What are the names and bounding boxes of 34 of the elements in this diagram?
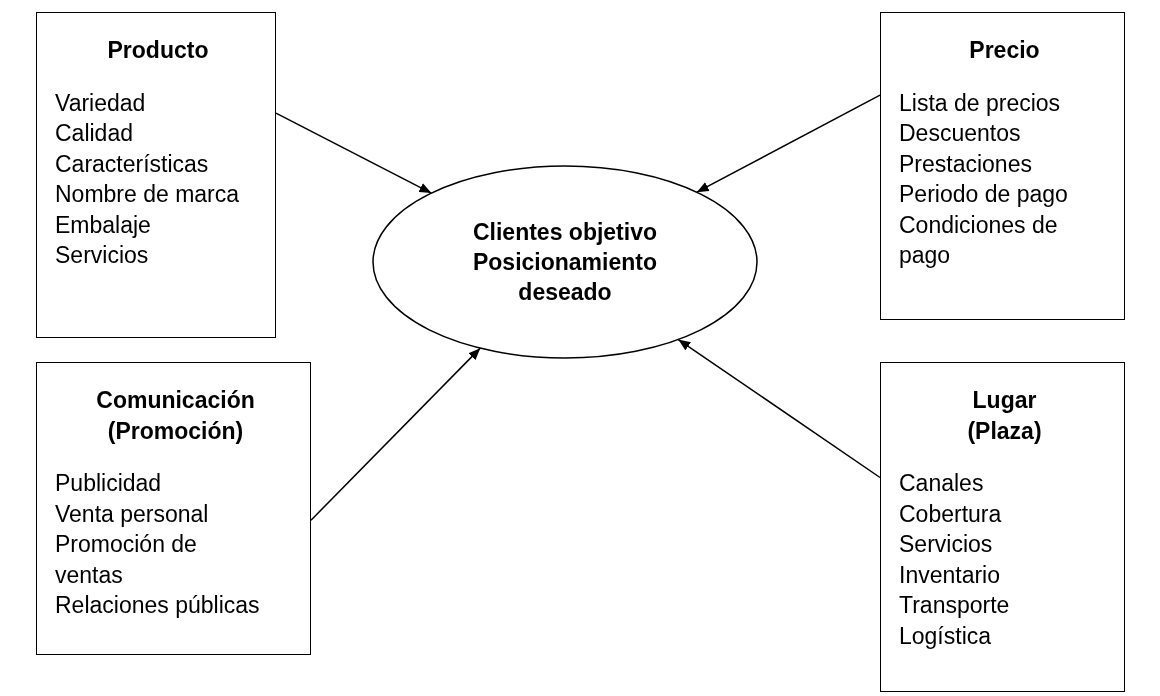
box-heading: Comunicación (Promoción) xyxy=(95,386,256,446)
list-item: Variedad xyxy=(55,88,147,118)
list-item: Lista de precios xyxy=(899,88,1062,118)
list-item: Relaciones públicas xyxy=(55,591,261,620)
box-heading: Precio xyxy=(968,36,1041,65)
list-item: Venta personal xyxy=(55,499,210,529)
center-label: Clientes objetivo Posicionamiento deseado xyxy=(471,218,658,307)
list-item: Periodo de pago xyxy=(899,180,1069,209)
category-box xyxy=(36,12,276,338)
box-heading: Lugar (Plaza) xyxy=(966,386,1043,446)
list-item: Descuentos xyxy=(899,119,1022,148)
box-heading: Producto xyxy=(106,36,210,65)
arrow xyxy=(310,347,481,521)
category-box xyxy=(36,362,311,655)
list-item: Calidad xyxy=(55,119,134,148)
list-item: Publicidad xyxy=(55,469,163,498)
category-box xyxy=(880,12,1125,320)
list-item: Prestaciones xyxy=(899,149,1033,179)
arrow xyxy=(275,112,433,194)
list-item: Cobertura xyxy=(899,499,1003,529)
category-box xyxy=(880,362,1125,692)
list-item: Servicios xyxy=(899,530,994,559)
list-item: Características xyxy=(55,149,210,179)
list-item: Transporte xyxy=(899,591,1011,620)
list-item: Inventario xyxy=(899,560,1001,590)
arrow xyxy=(677,338,881,479)
list-item: Canales xyxy=(899,469,985,498)
list-item: Logística xyxy=(899,621,993,651)
list-item: Embalaje xyxy=(55,210,152,240)
list-item: Nombre de marca xyxy=(55,180,241,209)
arrow xyxy=(696,94,881,193)
list-item: Promoción de ventas xyxy=(55,530,198,590)
list-item: Condiciones de pago xyxy=(899,210,1059,270)
list-item: Servicios xyxy=(55,241,150,270)
